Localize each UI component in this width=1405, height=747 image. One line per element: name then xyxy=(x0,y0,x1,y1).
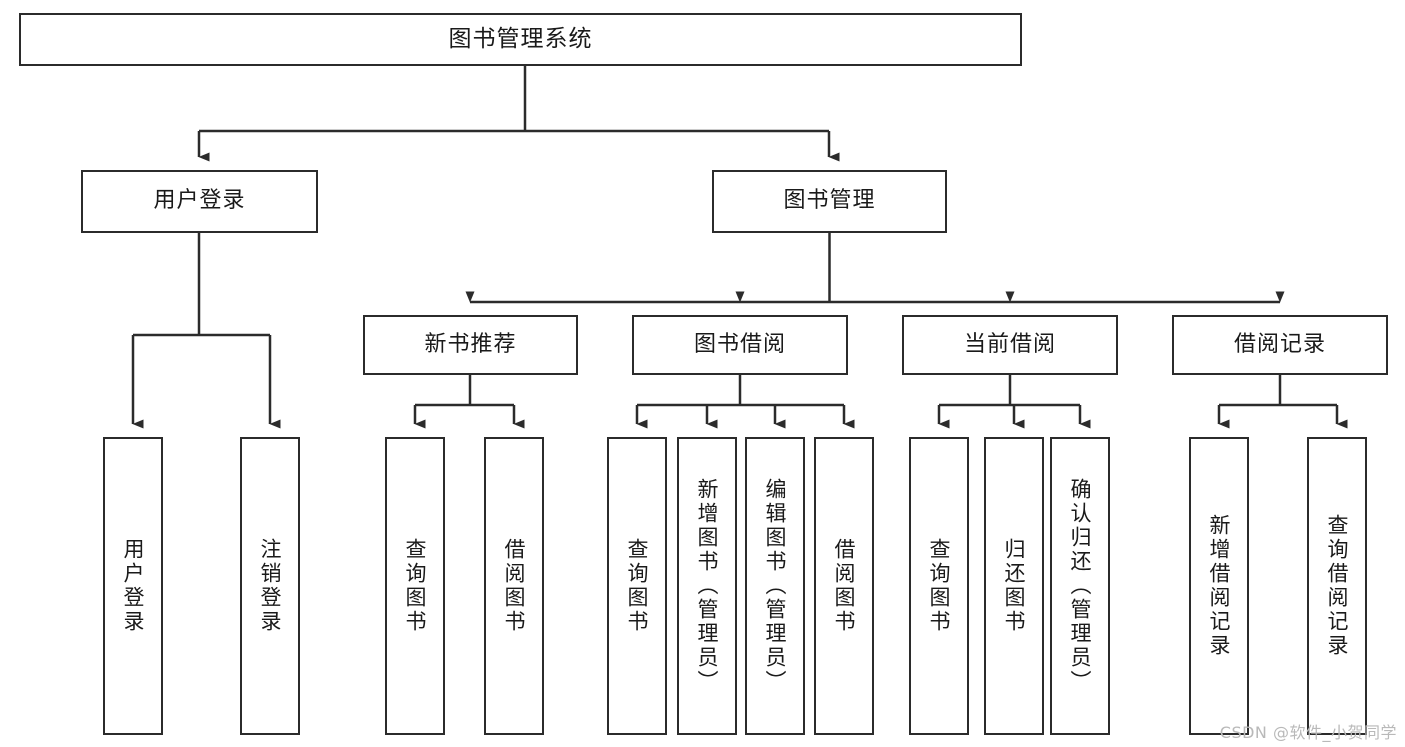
node-leaf-edit-book[interactable]: 编辑图书（管理员） xyxy=(745,437,805,735)
leaf-label: 查询图书 xyxy=(625,538,650,634)
leaf-label: 编辑图书（管理员） xyxy=(763,478,788,694)
node-leaf-confirm-return[interactable]: 确认归还（管理员） xyxy=(1050,437,1110,735)
leaf-label: 注销登录 xyxy=(258,538,283,634)
node-root[interactable]: 图书管理系统 xyxy=(19,13,1022,66)
node-book-manage[interactable]: 图书管理 xyxy=(712,170,947,233)
node-user-login[interactable]: 用户登录 xyxy=(81,170,318,233)
leaf-label: 确认归还（管理员） xyxy=(1068,478,1093,694)
node-new-book-recommend[interactable]: 新书推荐 xyxy=(363,315,578,375)
node-leaf-query-book-1[interactable]: 查询图书 xyxy=(385,437,445,735)
node-leaf-add-record[interactable]: 新增借阅记录 xyxy=(1189,437,1249,735)
node-borrow-record[interactable]: 借阅记录 xyxy=(1172,315,1388,375)
node-current-borrow[interactable]: 当前借阅 xyxy=(902,315,1118,375)
node-leaf-user-login[interactable]: 用户登录 xyxy=(103,437,163,735)
node-book-borrow[interactable]: 图书借阅 xyxy=(632,315,848,375)
node-leaf-query-book-3[interactable]: 查询图书 xyxy=(909,437,969,735)
leaf-label: 新增借阅记录 xyxy=(1207,514,1232,658)
node-leaf-logout[interactable]: 注销登录 xyxy=(240,437,300,735)
node-leaf-query-record[interactable]: 查询借阅记录 xyxy=(1307,437,1367,735)
watermark: CSDN @软件_小贺同学 xyxy=(1219,723,1397,742)
node-leaf-add-book[interactable]: 新增图书（管理员） xyxy=(677,437,737,735)
node-leaf-borrow-book-1[interactable]: 借阅图书 xyxy=(484,437,544,735)
node-leaf-return-book[interactable]: 归还图书 xyxy=(984,437,1044,735)
leaf-label: 查询图书 xyxy=(403,538,428,634)
node-leaf-borrow-book-2[interactable]: 借阅图书 xyxy=(814,437,874,735)
leaf-label: 归还图书 xyxy=(1002,538,1027,634)
leaf-label: 用户登录 xyxy=(121,538,146,634)
leaf-label: 借阅图书 xyxy=(832,538,857,634)
node-leaf-query-book-2[interactable]: 查询图书 xyxy=(607,437,667,735)
leaf-label: 新增图书（管理员） xyxy=(695,478,720,694)
leaf-label: 借阅图书 xyxy=(502,538,527,634)
leaf-label: 查询借阅记录 xyxy=(1325,514,1350,658)
leaf-label: 查询图书 xyxy=(927,538,952,634)
